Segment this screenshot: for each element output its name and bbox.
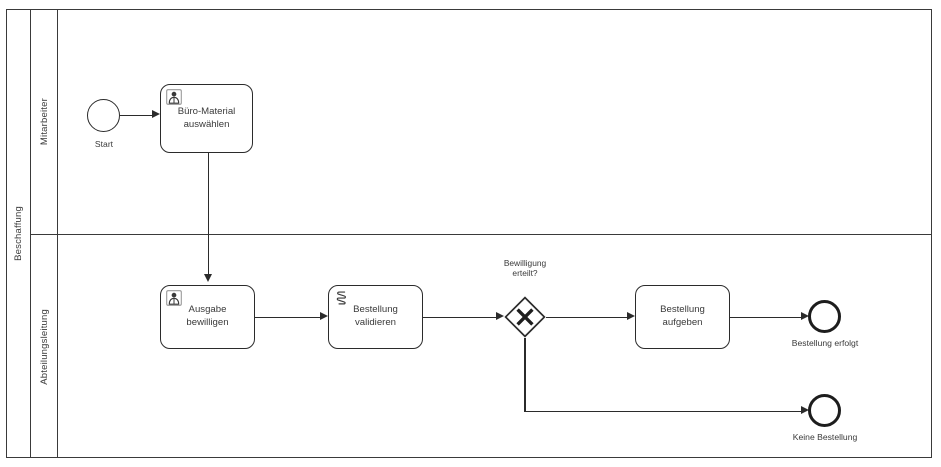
task-bestellung-aufgeben[interactable]: Bestellung aufgeben (635, 285, 730, 349)
start-event[interactable] (87, 99, 120, 132)
end-event-bestellung-erfolgt-label: Bestellung erfolgt (791, 338, 859, 348)
end-event-keine-bestellung[interactable] (808, 394, 841, 427)
flow-task4-to-end-ok (730, 316, 804, 319)
flow-start-to-task1-arrowhead (152, 110, 160, 119)
flow-task1-to-task2-arrowhead (203, 274, 212, 282)
flow-task3-to-gateway (423, 316, 499, 319)
start-event-label: Start (94, 139, 114, 149)
lane-mitarbeiter[interactable]: Mitarbeiter (31, 9, 932, 235)
flow-gateway-to-end-no-horizontal (524, 410, 805, 413)
task-bestellung-validieren[interactable]: Bestellung validieren (328, 285, 423, 349)
flow-start-to-task1 (120, 114, 154, 117)
flow-gateway-to-task4-arrowhead (627, 312, 635, 321)
flow-task2-to-task3 (255, 316, 322, 319)
lane-label-mitarbeiter: Mitarbeiter (38, 97, 50, 146)
flow-gateway-to-end-no-vertical (524, 338, 526, 412)
flow-task1-to-task2 (207, 153, 210, 275)
task-buero-material-auswaehlen-label: Büro-Material auswählen (177, 105, 236, 130)
lane-label-abteilungsleitung: Abteilungsleitung (38, 308, 50, 385)
flow-task4-to-end-ok-arrowhead (801, 312, 809, 321)
flow-gateway-to-task4 (546, 316, 630, 319)
flow-task2-to-task3-arrowhead (320, 312, 328, 321)
lane-abteilungsleitung[interactable]: Abteilungsleitung (31, 235, 932, 458)
task-bestellung-aufgeben-label: Bestellung aufgeben (660, 304, 705, 328)
pool-label: Beschaffung (12, 206, 24, 261)
user-task-icon (166, 89, 182, 105)
flow-gateway-to-end-no-arrowhead (801, 406, 809, 415)
user-task-icon (166, 290, 182, 306)
task-ausgabe-bewilligen-label: Ausgabe bewilligen (186, 304, 229, 328)
lane-header-mitarbeiter[interactable]: Mitarbeiter (31, 9, 58, 234)
pool-header[interactable]: Beschaffung (6, 9, 31, 458)
pool-beschaffung[interactable] (6, 9, 932, 458)
task-bestellung-validieren-label: Bestellung validieren (353, 304, 398, 328)
task-ausgabe-bewilligen[interactable]: Ausgabe bewilligen (160, 285, 255, 349)
exclusive-gateway-label: Bewilligung erteilt? (503, 258, 547, 279)
exclusive-gateway-bewilligung-erteilt[interactable] (504, 296, 546, 338)
task-buero-material-auswaehlen[interactable]: Büro-Material auswählen (160, 84, 253, 153)
lane-header-abteilungsleitung[interactable]: Abteilungsleitung (31, 235, 58, 458)
end-event-bestellung-erfolgt[interactable] (808, 300, 841, 333)
script-task-icon (334, 290, 350, 306)
end-event-keine-bestellung-label: Keine Bestellung (792, 432, 858, 442)
flow-task3-to-gateway-arrowhead (496, 312, 504, 321)
